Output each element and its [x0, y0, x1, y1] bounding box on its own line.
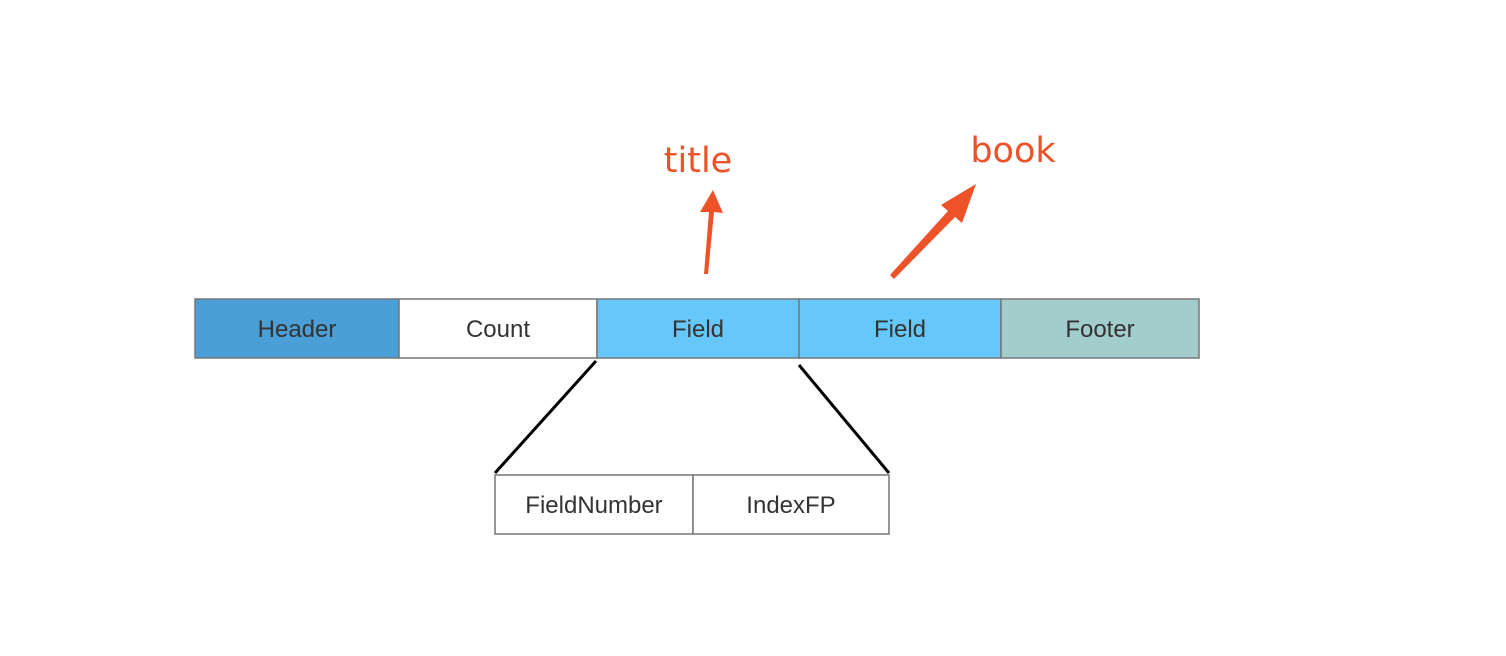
segment-count-label: Count — [466, 316, 530, 343]
arrow-up-icon — [700, 190, 723, 274]
detail-indexfp-box — [692, 474, 890, 535]
segment-footer-box — [1000, 298, 1200, 359]
segment-footer-label: Footer — [1065, 316, 1134, 343]
connector-left-line — [493, 359, 598, 475]
segment-header-box — [194, 298, 400, 359]
detail-fieldnumber-label: FieldNumber — [525, 492, 662, 519]
segment-field-1-box — [596, 298, 800, 359]
annotation-title-label: title — [664, 141, 732, 181]
segment-field-2-label: Field — [874, 316, 926, 343]
record-bar: Header Count Field Field Footer — [194, 298, 1200, 359]
annotations: title book — [664, 131, 1056, 279]
segment-count-box — [398, 298, 598, 359]
segment-field-1-label: Field — [672, 316, 724, 343]
field-detail: FieldNumber IndexFP — [494, 474, 890, 535]
detail-indexfp-label: IndexFP — [746, 492, 835, 519]
zoom-connectors — [493, 359, 891, 475]
segment-header-label: Header — [258, 316, 337, 343]
connector-right-line — [797, 364, 891, 474]
detail-fieldnumber-box — [494, 474, 694, 535]
annotation-book-label: book — [970, 131, 1056, 171]
arrow-up-right-icon — [890, 184, 976, 279]
